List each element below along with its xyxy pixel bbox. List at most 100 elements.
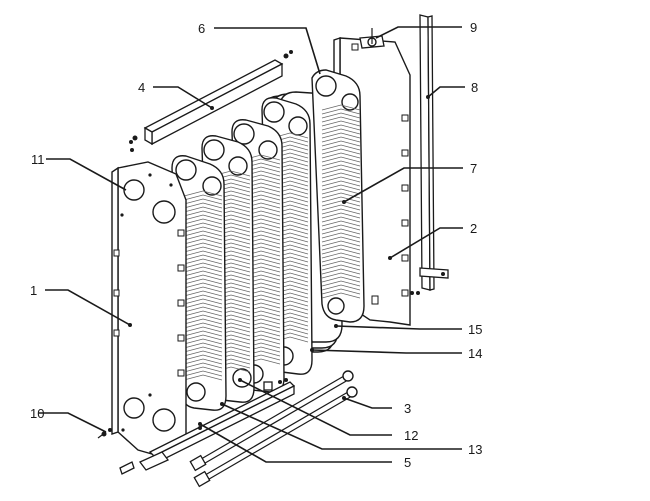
callout-13: 13 [468, 442, 482, 457]
plate-corrugation [321, 156, 361, 163]
plate-corrugation [183, 190, 223, 197]
plate-corrugation [183, 318, 223, 325]
plate-corrugation [321, 112, 361, 119]
plate-corrugation [183, 330, 223, 337]
plate-corrugation [183, 366, 223, 373]
plate-corrugation [321, 184, 361, 191]
callout-11: 11 [31, 152, 45, 167]
callout-5: 5 [404, 455, 411, 470]
upper-carrying-bar [129, 50, 293, 152]
plate-corrugation [183, 270, 223, 277]
callout-2: 2 [470, 221, 477, 236]
plate-corrugation [183, 202, 223, 209]
callout-10: 10 [30, 406, 44, 421]
plate-corrugation [321, 136, 361, 143]
plate-corrugation [183, 314, 223, 321]
plate-corrugation [183, 194, 223, 201]
plate-corrugation [183, 346, 223, 353]
plate-corrugation [321, 228, 361, 235]
callout-8: 8 [471, 80, 478, 95]
heat-transfer-plate-7 [311, 69, 365, 323]
plate-corrugation [183, 210, 223, 217]
plate-corrugation [183, 242, 223, 249]
plate-corrugation [321, 148, 361, 155]
plate-corrugation [183, 362, 223, 369]
frame-plate [111, 161, 187, 459]
plate-corrugation [321, 288, 361, 295]
callout-14: 14 [468, 346, 482, 361]
plate-corrugation [321, 128, 361, 135]
plate-corrugation [183, 250, 223, 257]
port-hardware [263, 378, 288, 391]
plate-corrugation [321, 292, 361, 299]
plate-corrugation [321, 104, 361, 111]
plate-corrugation [183, 302, 223, 309]
plate-corrugation [321, 108, 361, 115]
plate-corrugation [183, 278, 223, 285]
plate-corrugation [183, 254, 223, 261]
callout-4: 4 [138, 80, 145, 95]
plate-corrugation [183, 230, 223, 237]
plate-corrugation [321, 152, 361, 159]
plate-corrugation [183, 310, 223, 317]
callout-7: 7 [470, 161, 477, 176]
plate-corrugation [183, 334, 223, 341]
plate-corrugation [183, 290, 223, 297]
callout-labels: 1 2 3 4 5 6 7 8 9 10 11 12 13 14 15 [30, 20, 482, 470]
plate-corrugation [183, 286, 223, 293]
plate-corrugation [321, 240, 361, 247]
plate-corrugation [321, 164, 361, 171]
plate-corrugation [321, 172, 361, 179]
leader-lines [38, 26, 465, 463]
plate-corrugation [321, 120, 361, 127]
plate-corrugation [183, 198, 223, 205]
plate-corrugation [321, 264, 361, 271]
plate-corrugation [183, 262, 223, 269]
plate-corrugation [183, 214, 223, 221]
plate-corrugation [183, 298, 223, 305]
plate-corrugation [183, 258, 223, 265]
plate-corrugation [183, 374, 223, 381]
plate-corrugation [183, 222, 223, 229]
plate-corrugation [321, 224, 361, 231]
plate-corrugation [183, 282, 223, 289]
plate-corrugation [321, 132, 361, 139]
plate-corrugation [183, 274, 223, 281]
plate-corrugation [183, 246, 223, 253]
plate-corrugation [183, 206, 223, 213]
plate-corrugation [321, 232, 361, 239]
plate-corrugation [183, 266, 223, 273]
plate-corrugation [321, 212, 361, 219]
plate-corrugation [183, 322, 223, 329]
plate-corrugation [321, 244, 361, 251]
plate-corrugation [183, 370, 223, 377]
plate-corrugation [321, 200, 361, 207]
callout-1: 1 [30, 283, 37, 298]
plate-corrugation [321, 272, 361, 279]
plate-corrugation [321, 268, 361, 275]
plate-corrugation [321, 176, 361, 183]
plate-corrugation [321, 188, 361, 195]
plate-corrugation [183, 234, 223, 241]
callout-15: 15 [468, 322, 482, 337]
plate-corrugation [183, 358, 223, 365]
plate-corrugation [321, 260, 361, 267]
plate-corrugation [321, 140, 361, 147]
plate-corrugation [321, 280, 361, 287]
plate-corrugation [321, 236, 361, 243]
plate-corrugation [321, 284, 361, 291]
plate-corrugation [321, 216, 361, 223]
plate-corrugation [321, 220, 361, 227]
plate-corrugation [183, 238, 223, 245]
guide-bar-bolt [359, 28, 385, 49]
plate-corrugation [321, 252, 361, 259]
plate-corrugation [183, 294, 223, 301]
plate-corrugation [321, 248, 361, 255]
callout-6: 6 [198, 21, 205, 36]
plate-corrugation [321, 144, 361, 151]
support-column [410, 14, 449, 295]
plate-corrugation [321, 256, 361, 263]
plate-corrugation [321, 160, 361, 167]
